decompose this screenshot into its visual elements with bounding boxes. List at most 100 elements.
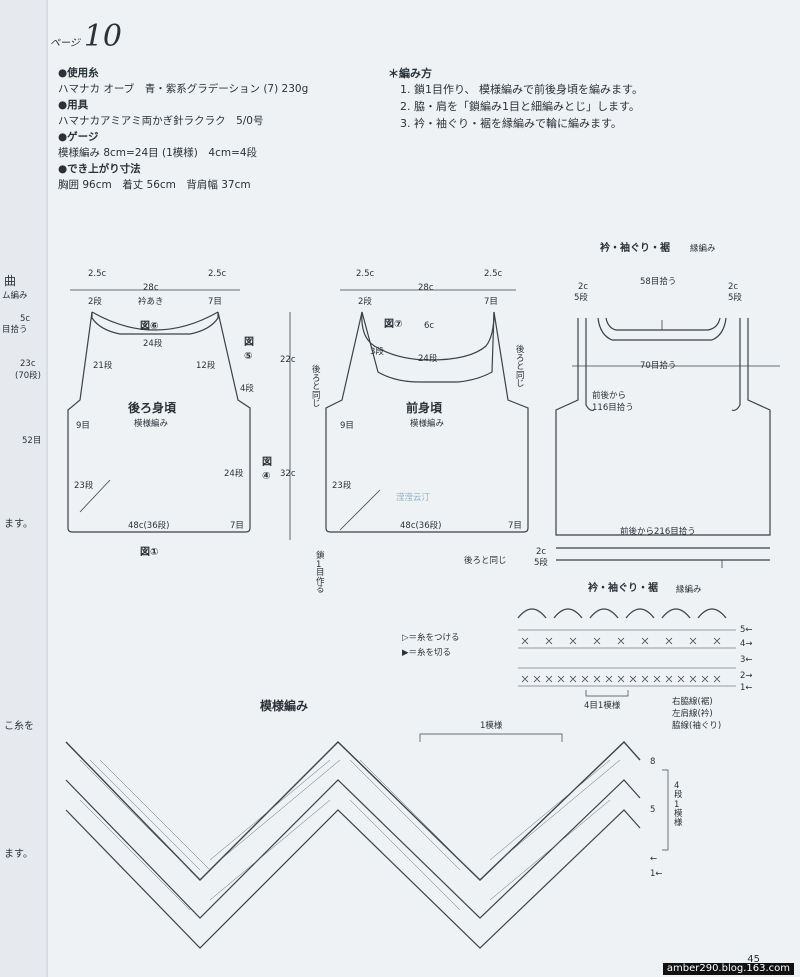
front-depth: 6c	[424, 321, 435, 331]
front-body-outline	[325, 311, 529, 533]
left-strip-text: 23c	[20, 359, 36, 369]
border-pick70: 70目拾う	[640, 361, 677, 371]
back-rows24b: 24段	[224, 469, 244, 479]
border-chart-repeat: 4目1模様	[584, 701, 621, 711]
back-rows4: 4段	[240, 384, 254, 394]
back-fig1: 図①	[140, 547, 159, 558]
pattern-row: 5	[650, 805, 656, 815]
left-strip-text: ム編み	[2, 291, 28, 301]
border-c2-left: 2c	[578, 282, 589, 292]
front-top-right: 2.5c	[484, 269, 503, 279]
pattern-repeat-bracket	[419, 733, 563, 742]
border-armhole-left	[585, 318, 595, 412]
border-outline-outer	[555, 318, 771, 536]
left-strip-text: こ糸を	[4, 721, 34, 732]
border-armhole-right	[731, 318, 741, 412]
border-chart-row: 5←	[740, 625, 753, 635]
front-top-mid: 28c	[418, 283, 434, 293]
left-strip-text: 目拾う	[2, 325, 28, 335]
cut-symbol-icon: ▶	[402, 648, 409, 658]
border-chart-title: 衿・袖ぐり・裾	[588, 583, 658, 594]
direction-arrows	[79, 479, 381, 531]
watermark: 滢滢云汀	[396, 493, 431, 503]
page-number-big: 10	[83, 19, 122, 54]
legend-cut-text: ＝糸を切る	[408, 648, 452, 658]
left-strip-text: 5c	[20, 314, 31, 324]
pattern-title: 模様編み	[260, 699, 309, 713]
left-strip-text: ます。	[4, 519, 33, 530]
back-sub: 模様編み	[134, 419, 169, 429]
back-fig4a: 図	[262, 457, 272, 468]
left-strip-text: 曲	[4, 274, 17, 288]
front-neck-curve	[361, 311, 495, 361]
front-top-left: 2.5c	[356, 269, 375, 279]
front-sub: 模様編み	[410, 419, 445, 429]
front-title: 前身頃	[406, 401, 443, 415]
repeat-bracket	[585, 690, 629, 697]
border-chart-row: 1←	[740, 683, 753, 693]
pattern-row: 1←	[650, 869, 663, 879]
pattern-repeat: 1模様	[480, 721, 503, 731]
back-title: 後ろ身頃	[128, 401, 177, 415]
pattern-row: ←	[650, 854, 658, 864]
back-top-mid: 28c	[143, 283, 159, 293]
border-neck-inner	[597, 317, 727, 341]
size-value: 胸囲 96cm 着丈 56cm 背肩幅 37cm	[58, 179, 251, 191]
border-pick216: 前後から216目拾う	[620, 527, 696, 537]
size-heading: ●でき上がり寸法	[58, 163, 141, 175]
border-r5-right: 5段	[728, 293, 742, 303]
border-chart-arches	[517, 608, 727, 619]
border-top-title: 衿・袖ぐり・裾	[600, 243, 670, 254]
front-same-right: 後ろと同じ	[516, 345, 525, 389]
page-label-text: ページ	[50, 38, 80, 49]
back-row-right: 7目	[208, 297, 222, 307]
back-row-left: 2段	[88, 297, 102, 307]
front-rows3: 3段	[370, 347, 384, 357]
gauge-heading: ●ゲージ	[58, 131, 99, 143]
border-chart-crosses	[521, 637, 721, 683]
pattern-zigzag-bottom	[65, 809, 641, 949]
pattern-stitches	[79, 759, 621, 911]
page-number: 45	[747, 954, 760, 965]
footer-url: amber290.blog.163.com	[662, 963, 794, 975]
back-top-left: 2.5c	[88, 269, 107, 279]
border-chart-note: 右脇線(裾)	[672, 697, 713, 707]
border-c2-right: 2c	[728, 282, 739, 292]
border-chart-note: 脇線(袖ぐり)	[672, 721, 722, 731]
front-bottom: 48c(36段)	[400, 521, 442, 531]
border-chart-row: 3←	[740, 655, 753, 665]
gauge-value: 模様編み 8cm=24目 (1模様) 4cm=4段	[58, 147, 258, 159]
instruction-step: 3. 衿・袖ぐり・裾を縁編みで輪に編みます。	[400, 117, 622, 130]
front-rows23: 23段	[332, 481, 352, 491]
yarn-value: ハマナカ オーブ 青・紫系グラデーション (7) 230g	[58, 83, 309, 95]
pattern-block: 4段1模様	[674, 781, 683, 829]
border-chart-row: 4→	[740, 639, 753, 649]
front-start: 鎖1目作る	[316, 551, 325, 595]
back-fig6: 図⑥	[140, 321, 159, 332]
back-rows23: 23段	[74, 481, 94, 491]
border-from116a: 前後から	[592, 391, 627, 401]
back-rows24: 24段	[143, 339, 163, 349]
legend-attach-text: ＝糸をつける	[408, 633, 460, 643]
pattern-block-bracket	[662, 769, 669, 851]
border-hem-lines	[556, 547, 770, 561]
front-rows24: 24段	[418, 354, 438, 364]
front-rows9: 9目	[340, 421, 354, 431]
yarn-heading: ●使用糸	[58, 67, 99, 79]
border-pick58: 58目拾う	[640, 277, 677, 287]
page-gutter	[46, 0, 48, 977]
front-same-bottom: 後ろと同じ	[464, 556, 507, 566]
border-chart-row: 2→	[740, 671, 753, 681]
instructions-heading: ＊編み方	[388, 67, 432, 80]
left-strip-text: 52目	[22, 436, 42, 446]
back-fig5a: 図	[244, 337, 254, 348]
left-strip-text: (70段)	[15, 371, 41, 381]
back-rows21: 21段	[93, 361, 113, 371]
border-chart-note: 左肩線(衿)	[672, 709, 713, 719]
border-neck-line	[605, 317, 721, 331]
border-c2-bottom: 2c	[536, 547, 547, 557]
pattern-zigzag-mid	[65, 779, 641, 919]
back-neck-label: 衿あき	[138, 297, 164, 307]
